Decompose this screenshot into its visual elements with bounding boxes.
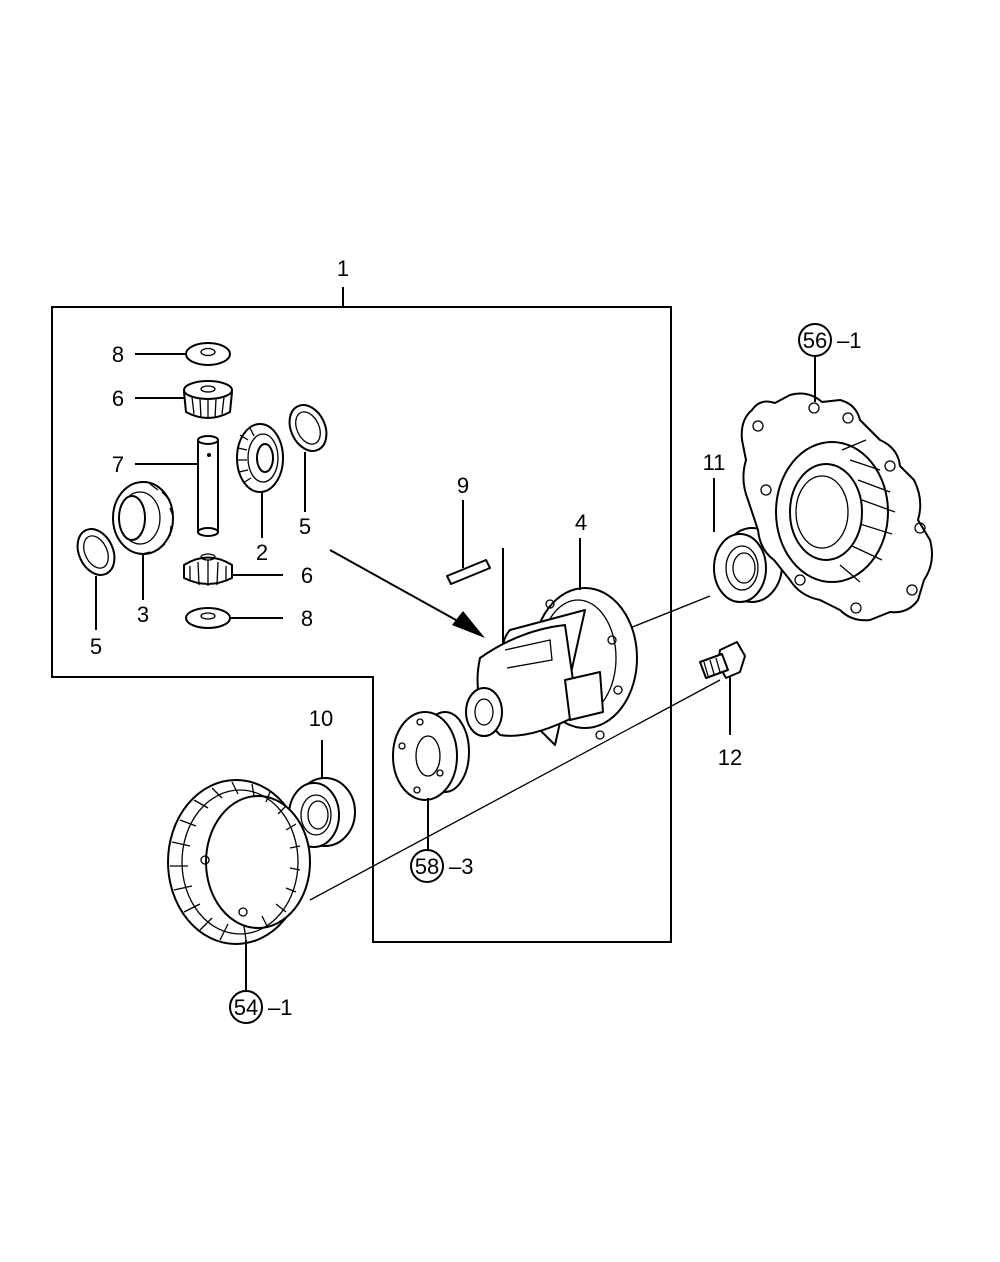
side-gear-2 xyxy=(236,423,284,493)
pinion-shaft-7 xyxy=(197,435,219,537)
bolt-12 xyxy=(699,641,746,679)
side-flange-58 xyxy=(392,711,470,801)
reference-56: 56 –1 xyxy=(798,323,861,357)
callout-5-right: 5 xyxy=(299,514,311,539)
callout-8-top: 8 xyxy=(112,342,124,367)
axis-line-lower xyxy=(309,679,721,901)
callout-1: 1 xyxy=(337,256,349,281)
lock-pin-9 xyxy=(446,559,491,585)
reference-56-suffix: –1 xyxy=(837,328,861,353)
callout-6-top: 6 xyxy=(112,386,124,411)
callout-9: 9 xyxy=(457,473,469,498)
reference-58-suffix: –3 xyxy=(449,854,473,879)
thrust-washer-5-right xyxy=(288,404,328,452)
pinion-gear-6-top xyxy=(183,380,233,419)
callout-11: 11 xyxy=(703,450,726,475)
assembly-arrow-head xyxy=(452,611,485,638)
callout-7: 7 xyxy=(112,452,124,477)
reference-58: 58 –3 xyxy=(410,849,473,883)
callout-3: 3 xyxy=(137,602,149,627)
thrust-washer-5-left xyxy=(76,528,116,576)
ring-gear-54 xyxy=(167,779,311,945)
side-gear-3 xyxy=(112,481,174,555)
washer-8-top xyxy=(185,342,231,366)
reference-58-number: 58 xyxy=(415,854,439,879)
callout-12: 12 xyxy=(718,745,742,770)
callout-6-bottom: 6 xyxy=(301,563,313,588)
callout-8-bottom: 8 xyxy=(301,606,313,631)
reference-54: 54 –1 xyxy=(229,990,292,1024)
reference-54-number: 54 xyxy=(234,995,258,1020)
washer-8-bottom xyxy=(185,607,231,629)
reference-54-suffix: –1 xyxy=(268,995,292,1020)
case-cover-56 xyxy=(740,392,933,622)
pinion-gear-6-bottom xyxy=(183,553,233,586)
callout-2: 2 xyxy=(256,540,268,565)
differential-case-4 xyxy=(465,587,638,746)
callout-10: 10 xyxy=(309,706,333,731)
callout-5-left: 5 xyxy=(90,634,102,659)
reference-56-number: 56 xyxy=(803,328,827,353)
assembly-outline xyxy=(51,306,672,943)
assembly-arrow-line xyxy=(329,549,466,626)
callout-4: 4 xyxy=(575,510,587,535)
